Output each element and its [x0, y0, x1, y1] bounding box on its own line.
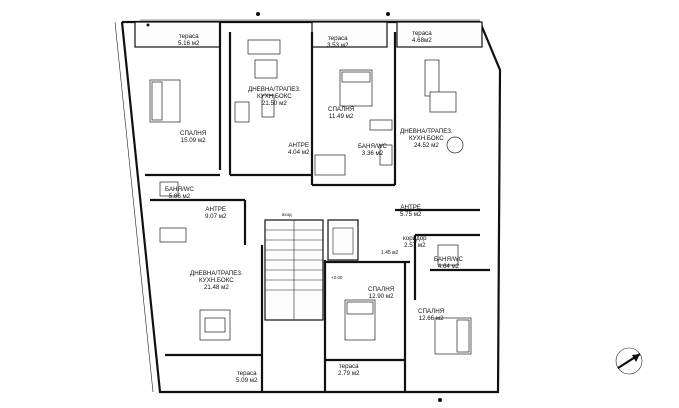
column-markers [146, 12, 442, 402]
interior-walls [145, 22, 490, 392]
north-arrow-icon [615, 347, 643, 375]
mark-wc-small: 1.45 м2 [381, 250, 399, 256]
mark-landing: +2.00 [331, 275, 343, 280]
stair-core [264, 219, 359, 321]
furniture [149, 39, 472, 355]
mark-stair-entry: вход [282, 212, 292, 217]
terraces-top [134, 21, 483, 48]
